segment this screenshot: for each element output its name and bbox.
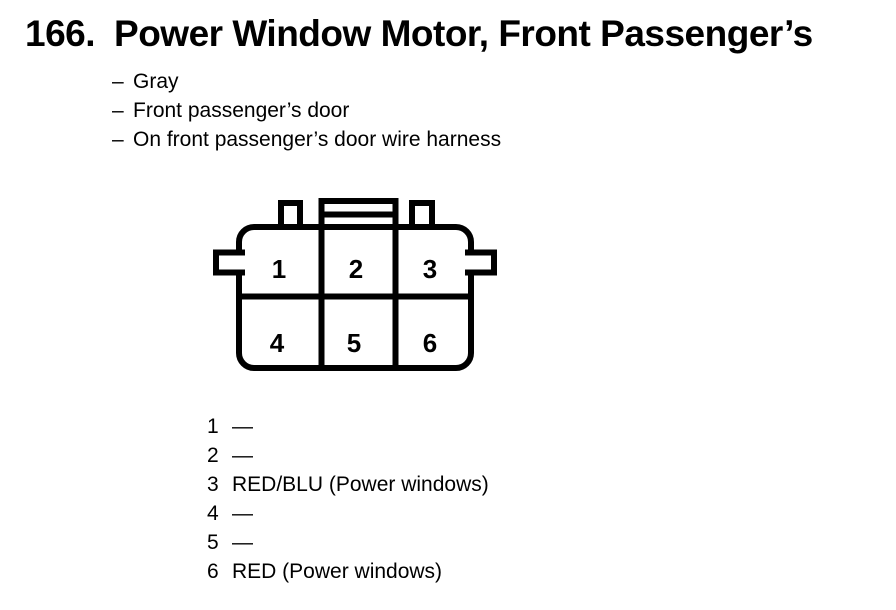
wire-label: RED (Power windows) (232, 560, 443, 583)
connector-top-tab-left (278, 200, 303, 228)
bullet-dash: – (112, 70, 124, 93)
pin-number: 1 (207, 415, 219, 438)
attribute-text: Front passenger’s door (133, 99, 350, 122)
connector-center-lock-tab (318, 198, 399, 368)
connector-diagram: 1 2 3 4 5 6 (213, 198, 497, 371)
cavity-number-2: 2 (349, 254, 363, 284)
page-title: Power Window Motor, Front Passenger’s (114, 13, 813, 54)
connector-side-tab-right (465, 249, 497, 276)
cavity-number-4: 4 (270, 328, 285, 358)
pinout-row: 6 RED (Power windows) (207, 557, 489, 586)
pinout-row: 3 RED/BLU (Power windows) (207, 470, 489, 499)
pin-number: 3 (207, 473, 219, 496)
pin-number: 4 (207, 502, 219, 525)
item-number: 166. (25, 13, 96, 54)
attribute-item: – On front passenger’s door wire harness (112, 125, 501, 154)
pinout-row: 4 — (207, 499, 489, 528)
pin-number: 2 (207, 444, 219, 467)
wire-label: — (232, 531, 253, 554)
bullet-dash: – (112, 128, 124, 151)
wire-label: — (232, 502, 253, 525)
wire-label: — (232, 444, 253, 467)
pinout-row: 2 — (207, 441, 489, 470)
attribute-item: – Gray (112, 67, 501, 96)
pinout-list: 1 — 2 — 3 RED/BLU (Power windows) 4 — 5 … (207, 412, 489, 586)
connector-top-tab-right (409, 200, 435, 228)
pin-number: 5 (207, 531, 219, 554)
attribute-text: On front passenger’s door wire harness (133, 128, 502, 151)
cavity-number-1: 1 (272, 254, 286, 284)
pinout-row: 1 — (207, 412, 489, 441)
pinout-row: 5 — (207, 528, 489, 557)
page-heading: 166. Power Window Motor, Front Passenger… (25, 13, 813, 55)
wire-label: RED/BLU (Power windows) (232, 473, 489, 496)
attribute-text: Gray (133, 70, 179, 93)
pin-number: 6 (207, 560, 219, 583)
cavity-number-5: 5 (347, 328, 361, 358)
connector-side-tab-left (213, 249, 245, 276)
cavity-number-6: 6 (423, 328, 437, 358)
attribute-list: – Gray – Front passenger’s door – On fro… (112, 67, 501, 154)
cavity-number-3: 3 (423, 254, 437, 284)
attribute-item: – Front passenger’s door (112, 96, 501, 125)
bullet-dash: – (112, 99, 124, 122)
wire-label: — (232, 415, 253, 438)
